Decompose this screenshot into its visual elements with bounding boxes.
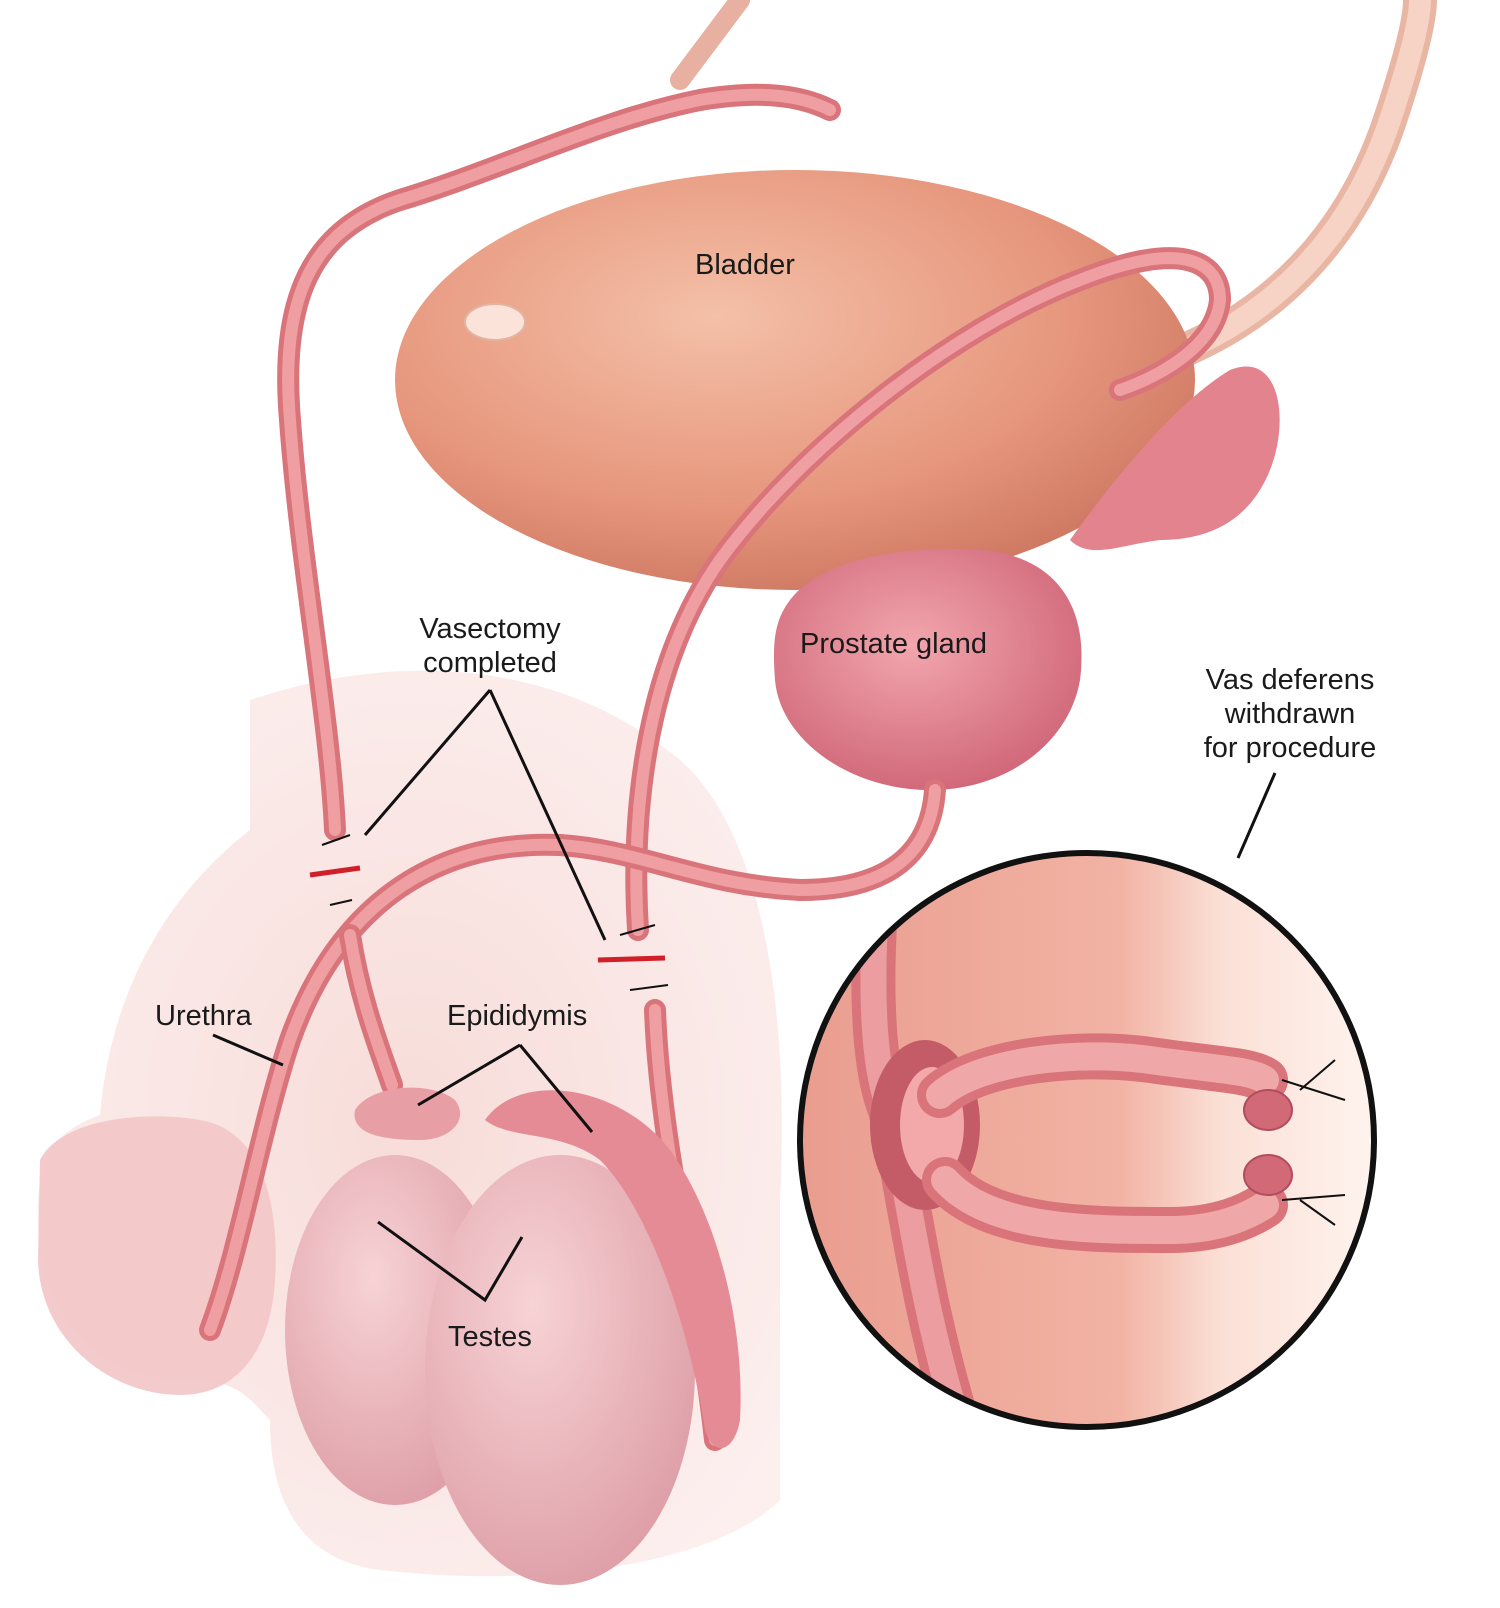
inset-magnified-view	[797, 850, 1377, 1430]
label-vas-line-2: withdrawn	[1224, 698, 1356, 730]
right-vas-deferens	[625, 247, 1232, 941]
vas-deferens-tubes	[277, 0, 1437, 841]
label-bladder: Bladder	[695, 249, 795, 281]
epididymis-right	[485, 1090, 741, 1449]
leader-lines	[212, 689, 1277, 1303]
label-epididymis: Epididymis	[447, 1000, 588, 1032]
label-vasectomy-line-1: Vasectomy	[419, 613, 561, 645]
urethra-tube	[199, 779, 946, 1341]
label-prostate-gland: Prostate gland	[800, 628, 988, 660]
prostate-gland	[773, 549, 1082, 790]
bladder	[395, 170, 1195, 590]
seminal-vesicle	[1070, 366, 1280, 551]
cut-marks	[309, 834, 669, 991]
label-testes: Testes	[448, 1321, 532, 1353]
label-vasectomy-line-2: completed	[423, 647, 557, 679]
bladder-ureter-opening	[464, 303, 526, 341]
epididymis-left	[354, 1087, 461, 1140]
label-vas-deferens-withdrawn: Vas deferens withdrawn for procedure	[1180, 663, 1400, 765]
right-testis	[425, 1155, 695, 1585]
label-vasectomy-completed: Vasectomy completed	[400, 612, 580, 680]
label-vas-line-1: Vas deferens	[1205, 664, 1375, 696]
label-urethra: Urethra	[155, 1000, 252, 1032]
label-vas-line-3: for procedure	[1203, 732, 1377, 764]
